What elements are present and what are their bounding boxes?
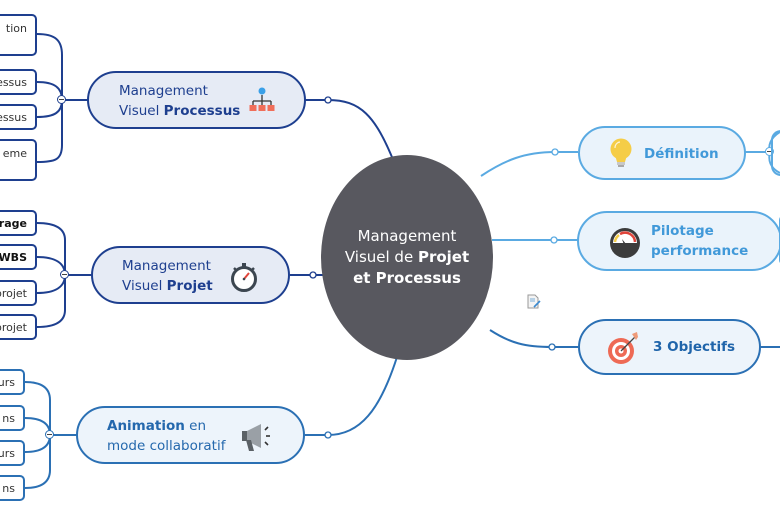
topic-label-line1-bold: Animation (107, 418, 185, 434)
central-topic-line3: et Processus (353, 268, 461, 289)
gauge-icon (608, 226, 642, 260)
topic-label-line2: performance (651, 243, 749, 259)
central-topic[interactable]: Management Visuel de Projet et Processus (321, 155, 493, 360)
connector-dot-animation (324, 431, 332, 439)
topic-label: Management Visuel Projet (122, 256, 213, 296)
collapse-button-projet[interactable] (60, 270, 69, 279)
topic-label: Management Visuel Processus (119, 81, 240, 121)
topic-label-line1: Pilotage (651, 223, 714, 239)
topic-label: Animation en mode collaboratif (107, 416, 225, 456)
leaf-processus-4[interactable]: eme (0, 139, 37, 181)
connector-central-animation (327, 356, 398, 436)
topic-label-line2-regular: Visuel (119, 103, 164, 119)
topic-label: Définition (644, 146, 719, 162)
topic-label-line2-bold: Projet (166, 278, 213, 294)
central-topic-line2: Visuel de Projet (345, 247, 469, 268)
central-topic-line2-bold: Projet (417, 248, 470, 266)
leaf-projet-4[interactable]: projet (0, 314, 37, 340)
definition-child-stub (771, 130, 780, 176)
topic-label-line1: Animation en (107, 416, 225, 436)
leaf-animation-4[interactable]: ns (0, 475, 25, 501)
megaphone-icon (238, 420, 276, 454)
topic-management-visuel-processus[interactable]: Management Visuel Processus (87, 71, 306, 129)
topic-pilotage-performance[interactable]: Pilotage performance (577, 211, 780, 271)
connector-dot-processus (324, 96, 332, 104)
org-chart-icon (247, 86, 277, 116)
central-topic-line1: Management (357, 227, 457, 245)
topic-3-objectifs[interactable]: 3 Objectifs (578, 319, 761, 375)
topic-label: 3 Objectifs (653, 339, 736, 355)
collapse-button-animation[interactable] (45, 430, 54, 439)
leaf-processus-1[interactable]: tion (0, 14, 37, 56)
topic-label-line2: Visuel Processus (119, 101, 240, 121)
note-icon[interactable] (527, 294, 541, 310)
topic-label-line1: Management (119, 83, 208, 99)
leaf-animation-1[interactable]: urs (0, 369, 25, 395)
leaf-processus-2[interactable]: essus (0, 69, 37, 95)
topic-label-line1: Management (122, 258, 211, 274)
lightbulb-icon (606, 136, 636, 172)
collapse-button-processus[interactable] (57, 95, 66, 104)
connector-central-processus (327, 99, 395, 163)
leaf-projet-1[interactable]: drage (0, 210, 37, 236)
leaf-processus-3[interactable]: essus (0, 104, 37, 130)
central-topic-line2-regular: Visuel de (344, 248, 418, 266)
connector-central-definition (480, 151, 556, 177)
topic-label-line2-regular: Visuel (122, 278, 167, 294)
target-icon (606, 329, 642, 367)
topic-management-visuel-projet[interactable]: Management Visuel Projet (91, 246, 290, 304)
leaf-animation-3[interactable]: urs (0, 440, 25, 466)
connector-dot-definition (551, 148, 559, 156)
connector-central-objectifs (489, 329, 553, 348)
connector-dot-projet (309, 271, 317, 279)
topic-label-line2: Visuel Projet (122, 276, 213, 296)
connector-dot-pilotage (550, 236, 558, 244)
collapse-button-definition[interactable] (765, 147, 774, 156)
topic-definition[interactable]: Définition (578, 126, 746, 180)
stopwatch-icon (227, 260, 261, 294)
leaf-projet-3[interactable]: projet (0, 280, 37, 306)
leaf-projet-2[interactable]: WBS (0, 244, 37, 270)
central-topic-line3-bold: et Processus (353, 269, 461, 287)
topic-label: Pilotage performance (651, 221, 748, 261)
leaf-animation-2[interactable]: ns (0, 405, 25, 431)
topic-label-line2: mode collaboratif (107, 438, 226, 454)
topic-label-line2-bold: Processus (163, 103, 241, 119)
topic-label-line1-regular: en (184, 418, 206, 434)
topic-animation-mode-collaboratif[interactable]: Animation en mode collaboratif (76, 406, 305, 464)
connector-dot-objectifs (548, 343, 556, 351)
